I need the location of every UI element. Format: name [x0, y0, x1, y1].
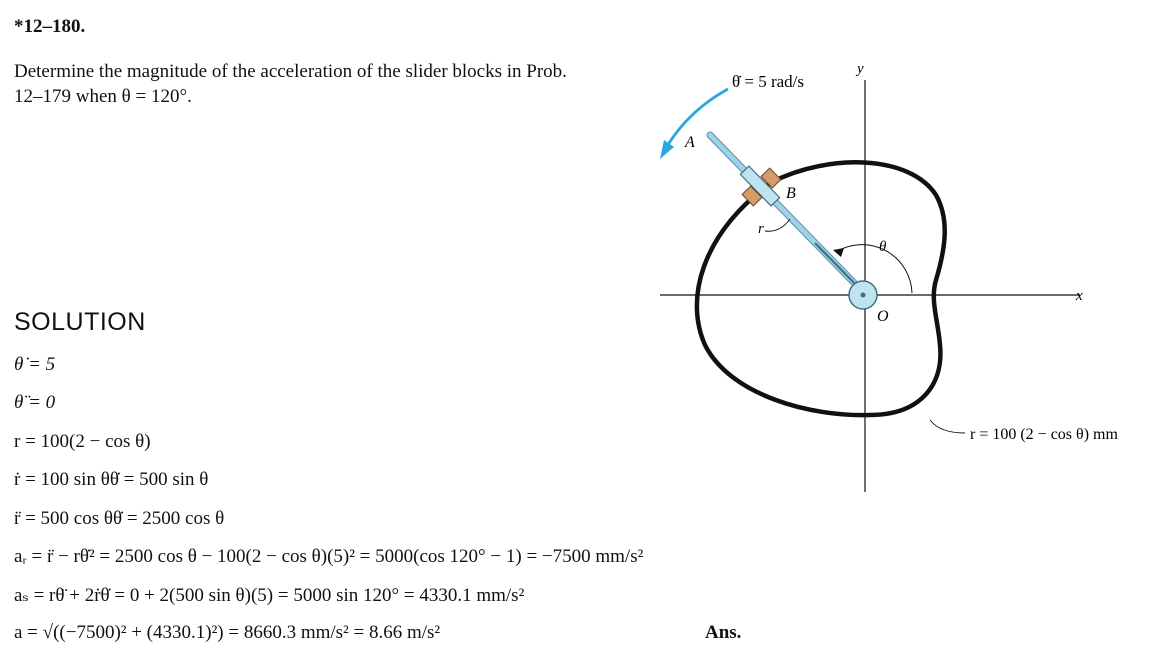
solution-heading: SOLUTION	[14, 308, 146, 336]
x-axis-label: x	[1075, 288, 1083, 304]
equation-theta-dot: θ̇ = 5	[14, 354, 56, 375]
r-leader	[764, 218, 791, 232]
equation-a-r: aᵣ = r̈ − rθ̇² = 2500 cos θ − 100(2 − co…	[14, 546, 644, 567]
equation-a-magnitude: a = √((−7500)² + (4330.1)²) = 8660.3 mm/…	[14, 622, 441, 643]
equation-theta-ddot: θ̈ = 0	[14, 392, 56, 413]
y-axis-label: y	[855, 61, 864, 77]
rod-thin-end	[814, 242, 863, 292]
figure-cam-slider: θ̇ = 5 rad/s y x A B r θ O r = 100 (2 − …	[660, 61, 1118, 492]
slider-block-lower	[741, 185, 763, 207]
r-label: r	[758, 221, 764, 237]
curve-leader	[929, 419, 966, 434]
origin-O-label: O	[877, 308, 889, 325]
equation-r-dot: ṙ = 100 sin θθ̇ = 500 sin θ	[14, 469, 209, 490]
answer-label: Ans.	[705, 622, 742, 643]
pivot-pin	[860, 292, 866, 298]
point-B-label: B	[786, 185, 796, 202]
curve-equation-label: r = 100 (2 − cos θ) mm	[970, 426, 1118, 443]
point-A-label: A	[684, 134, 695, 151]
arrowhead-icon	[660, 140, 674, 159]
equation-a-s: aₛ = rθ̈ + 2ṙθ̇ = 0 + 2(500 sin θ)(5) = …	[14, 585, 525, 606]
angular-velocity-arrow	[664, 87, 729, 149]
equation-r-ddot: r̈ = 500 cos θθ̇ = 2500 cos θ	[14, 508, 225, 529]
problem-statement: Determine the magnitude of the accelerat…	[14, 61, 567, 107]
theta-label: θ	[879, 239, 887, 255]
sleeve	[739, 165, 781, 207]
equation-r: r = 100(2 − cos θ)	[14, 431, 151, 452]
slider-block-upper	[760, 167, 782, 189]
theta-arc	[835, 244, 913, 294]
theta-arrowhead-icon	[833, 248, 844, 257]
theta-dot-label: θ̇ = 5 rad/s	[732, 72, 804, 91]
problem-number: *12–180.	[14, 16, 86, 37]
cam-curve	[694, 160, 947, 418]
